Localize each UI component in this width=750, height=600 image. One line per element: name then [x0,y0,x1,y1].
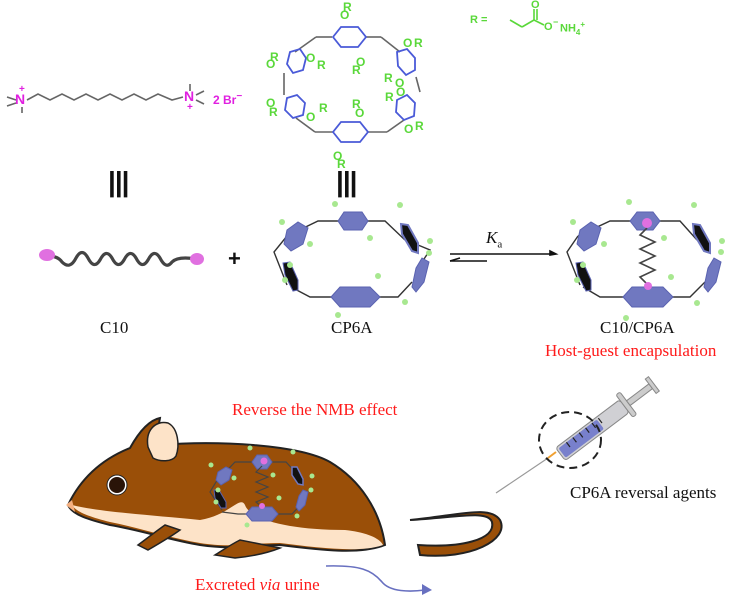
mouse-illustration [66,416,503,559]
complex-label: C10/CP6A [600,318,675,337]
c10-right-nitrogen: N [184,88,195,104]
complex-model [566,199,725,321]
reverse-nmb-label: Reverse the NMB effect [232,400,398,419]
ammonium-cation: NH4+ [560,20,586,37]
c10-left-cation-bead [39,249,55,261]
c10-counter-ion: 2 Br− [213,91,243,107]
association-constant: Ka [486,228,503,251]
host-guest-caption: Host-guest encapsulation [545,341,717,360]
c10-spring-model [39,249,204,267]
syringe-liquid [559,420,604,458]
c10-right-charge: + [187,102,193,113]
in-vivo-complex-model [208,445,315,528]
syringe-illustration[interactable] [495,373,662,494]
equivalence-symbol-c10: ||| [108,166,129,197]
cp6a-label: CP6A [331,318,373,337]
syringe-needle [495,457,549,494]
cp6a-ring-model [273,201,433,318]
cp6a-chemical-structure [283,26,421,143]
c10-right-cation-bead [190,253,204,265]
r-group-structure [509,9,545,28]
encapsulated-guest-spring [638,227,657,286]
c10-left-nitrogen: N [15,91,26,107]
syringe-label: CP6A reversal agents [570,483,717,502]
syringe-highlight-circle [538,411,602,469]
c10-left-charge: + [19,84,25,95]
excretion-arrow [325,565,426,592]
c10-label: C10 [100,318,129,337]
c10-chemical-structure [6,84,205,113]
plus-sign: + [228,246,241,271]
excreted-via-urine-label: Excreted via urine [195,575,320,594]
equivalence-symbol-cp6a: ||| [336,166,357,197]
equilibrium-arrows[interactable] [449,249,559,262]
